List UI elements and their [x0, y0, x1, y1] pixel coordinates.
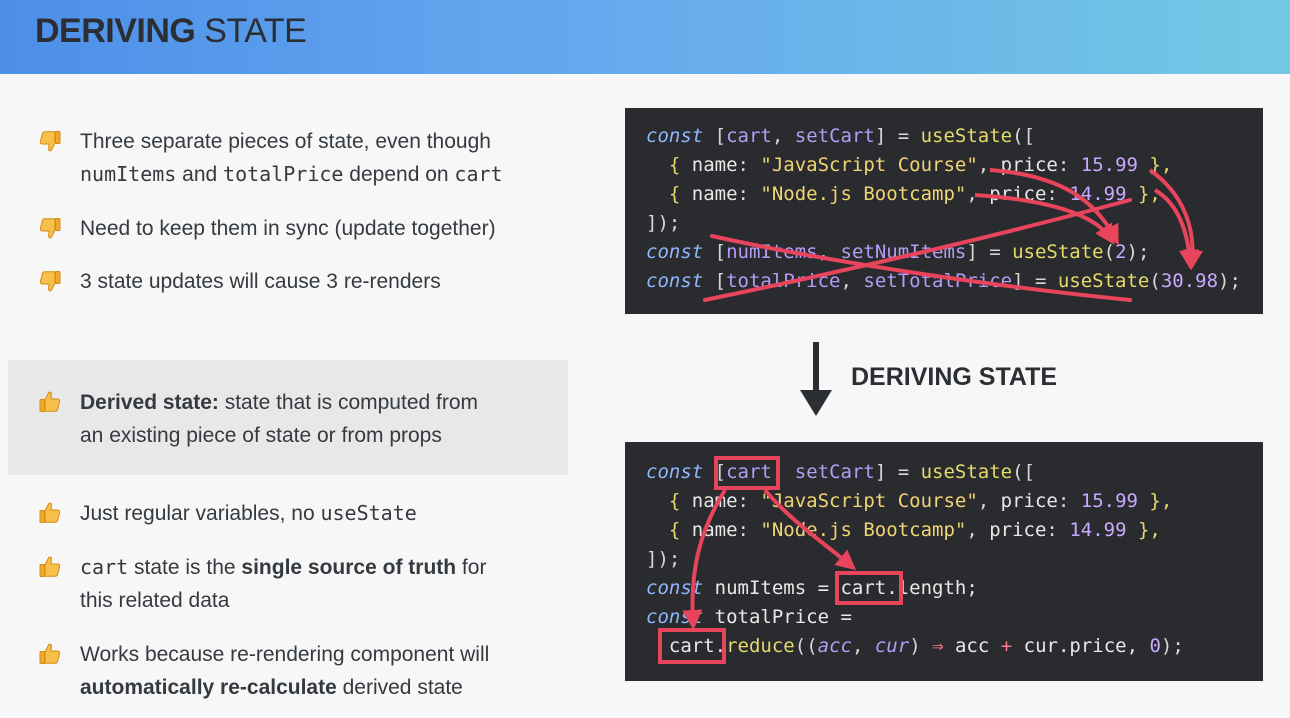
code-line: const [cart, setCart] = useState([ [646, 461, 1035, 483]
code-line: { name: "JavaScript Course", price: 15.9… [646, 154, 1173, 176]
code-line: { name: "JavaScript Course", price: 15.9… [646, 490, 1173, 512]
page-title: DERIVING STATE [35, 12, 307, 50]
code-line: { name: "Node.js Bootcamp", price: 14.99… [646, 183, 1161, 205]
code-line: ]); [646, 212, 681, 234]
derived-state-highlight [8, 360, 568, 475]
header-banner [0, 0, 1290, 74]
code-line: const [cart, setCart] = useState([ [646, 125, 1035, 147]
code-block-after: const [cart, setCart] = useState([ { nam… [625, 442, 1263, 681]
code-line: const [totalPrice, setTotalPrice] = useS… [646, 270, 1241, 292]
code-line: cart.reduce((acc, cur) ⇒ acc + cur.price… [668, 635, 1184, 657]
code-line: ]); [646, 548, 681, 570]
arrow-down-icon [800, 342, 832, 416]
code-line: const numItems = cart.length; [646, 577, 978, 599]
deriving-state-label: DERIVING STATE [851, 363, 1058, 391]
code-block-before: const [cart, setCart] = useState([ { nam… [625, 108, 1263, 314]
code-line: const [numItems, setNumItems] = useState… [646, 241, 1150, 263]
